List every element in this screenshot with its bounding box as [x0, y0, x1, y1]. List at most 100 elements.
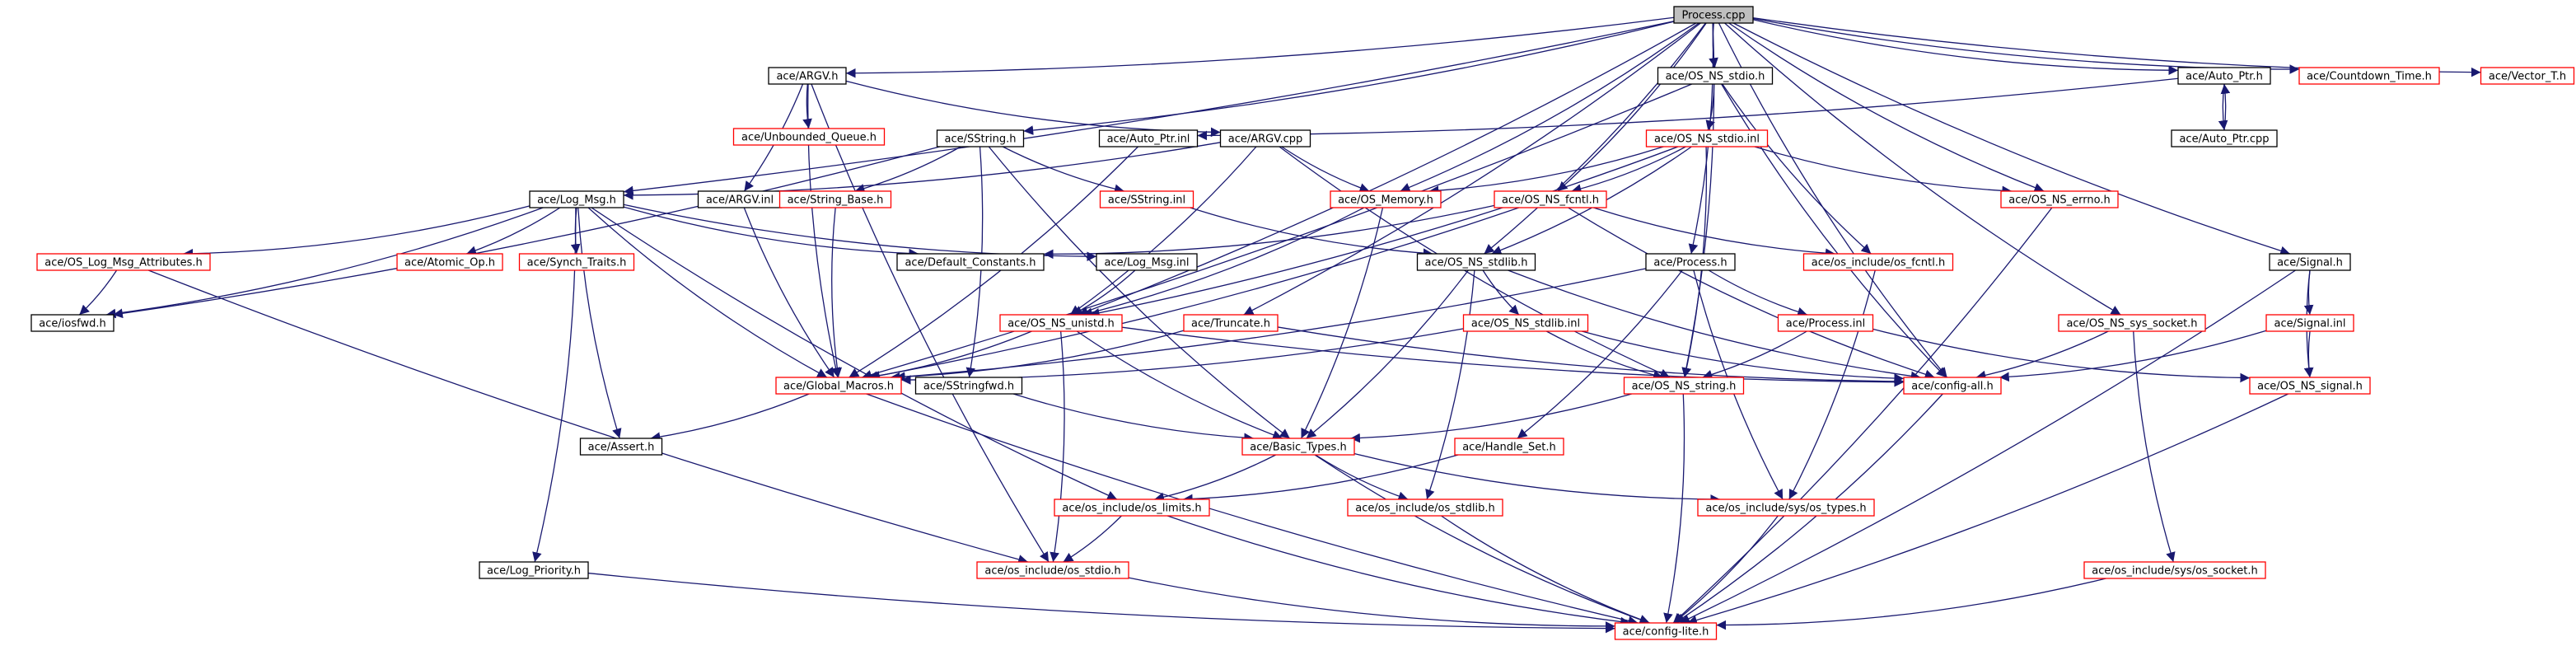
node-config-all-h[interactable]: ace/config-all.h [1903, 377, 2002, 395]
node-global-macros-h[interactable]: ace/Global_Macros.h [775, 377, 902, 395]
edge-os-ns-errno-h-to-config-lite-h [1672, 207, 2053, 624]
node-basic-types-h[interactable]: ace/Basic_Types.h [1241, 438, 1355, 456]
node-box [2480, 67, 2575, 85]
node-unbounded-queue-h[interactable]: ace/Unbounded_Queue.h [732, 128, 886, 146]
edge-process-cpp-to-log-msg-h [623, 21, 1675, 196]
node-label: ace/Basic_Types.h [1250, 442, 1346, 454]
edge-os-ns-stdlib-h-to-basic-types-h [1306, 269, 1469, 439]
node-box [396, 253, 503, 271]
edge-sstring-h-to-sstring-inl [1003, 146, 1124, 194]
node-config-lite-h[interactable]: ace/config-lite.h [1614, 622, 1718, 640]
node-signal-h[interactable]: ace/Signal.h [2269, 253, 2351, 271]
node-log-msg-h[interactable]: ace/Log_Msg.h [529, 190, 624, 208]
node-os-ns-errno-h[interactable]: ace/OS_NS_errno.h [2000, 190, 2119, 208]
edge-argv-cpp-to-log-msg-h [623, 142, 1221, 200]
node-os-include-os-fcntl-h[interactable]: ace/os_include/os_fcntl.h [1802, 253, 1954, 271]
edge-os-ns-stdlib-h-to-os-ns-stdlib-inl [1482, 269, 1520, 316]
node-signal-inl[interactable]: ace/Signal.inl [2265, 314, 2354, 332]
node-process-inl[interactable]: ace/Process.inl [1777, 314, 1874, 332]
node-auto-ptr-cpp[interactable]: ace/Auto_Ptr.cpp [2171, 129, 2278, 147]
node-argv-h[interactable]: ace/ARGV.h [768, 67, 847, 85]
node-os-memory-h[interactable]: ace/OS_Memory.h [1330, 190, 1442, 208]
node-os-include-os-limits-h[interactable]: ace/os_include/os_limits.h [1054, 499, 1210, 517]
edge-log-msg-h-to-os-log-msg-attributes-h [183, 205, 531, 259]
node-label: ace/os_include/os_limits.h [1062, 503, 1201, 515]
node-atomic-op-h[interactable]: ace/Atomic_Op.h [396, 253, 503, 271]
node-argv-inl[interactable]: ace/ARGV.inl [697, 190, 783, 208]
node-box [1645, 129, 1769, 147]
node-box [2269, 253, 2351, 271]
node-os-log-msg-attributes-h[interactable]: ace/OS_Log_Msg_Attributes.h [36, 253, 211, 271]
node-os-ns-fcntl-h[interactable]: ace/OS_NS_fcntl.h [1494, 190, 1607, 208]
node-process-cpp[interactable]: Process.cpp [1673, 6, 1754, 24]
node-assert-h[interactable]: ace/Assert.h [579, 438, 663, 456]
edge-os-log-msg-attributes-h-to-iosfwd-h [78, 269, 118, 316]
edge-log-msg-inl-to-os-ns-unistd-h [1072, 269, 1136, 316]
node-os-include-os-stdlib-h[interactable]: ace/os_include/os_stdlib.h [1347, 499, 1503, 517]
edge-os-ns-stdio-h-to-global-macros-h [862, 83, 1692, 380]
node-sstring-h[interactable]: ace/SString.h [936, 129, 1025, 147]
node-os-include-sys-os-socket-h[interactable]: ace/os_include/sys/os_socket.h [2083, 561, 2266, 579]
edge-process-cpp-to-os-ns-fcntl-h [1557, 22, 1707, 192]
node-label: ace/Process.inl [1786, 318, 1865, 330]
edge-process-cpp-to-os-ns-sys-socket-h [1724, 22, 2121, 316]
node-vector-t-h[interactable]: ace/Vector_T.h [2480, 67, 2575, 85]
node-box [1623, 377, 1745, 395]
node-os-ns-sys-socket-h[interactable]: ace/OS_NS_sys_socket.h [2058, 314, 2206, 332]
node-box [1802, 253, 1954, 271]
edge-basic-types-h-to-os-include-sys-os-types-h [1353, 452, 1721, 504]
node-handle-set-h[interactable]: ace/Handle_Set.h [1454, 438, 1564, 456]
node-os-include-os-stdio-h[interactable]: ace/os_include/os_stdio.h [976, 561, 1129, 579]
node-sstring-inl[interactable]: ace/SString.inl [1099, 190, 1194, 208]
edge-os-log-msg-attributes-h-to-os-include-os-stdio-h [147, 269, 1029, 564]
edge-os-ns-unistd-h-to-os-include-os-stdio-h [1050, 330, 1065, 563]
node-box [1462, 314, 1589, 332]
node-box [518, 253, 635, 271]
node-process-h[interactable]: ace/Process.h [1645, 253, 1736, 271]
node-os-ns-stdlib-h[interactable]: ace/OS_NS_stdlib.h [1416, 253, 1536, 271]
node-label: ace/Process.h [1653, 257, 1727, 269]
node-label: ace/Synch_Traits.h [527, 257, 627, 269]
edge-os-ns-stdio-inl-to-os-ns-errno-h [1754, 146, 2013, 196]
edge-sstring-inl-to-os-ns-stdlib-h [1190, 207, 1433, 259]
node-os-ns-stdio-h[interactable]: ace/OS_NS_stdio.h [1657, 67, 1774, 85]
node-box [36, 253, 211, 271]
edge-log-msg-h-to-os-include-os-limits-h [591, 207, 1118, 500]
node-label: ace/Log_Priority.h [487, 565, 581, 578]
node-default-constants-h[interactable]: ace/Default_Constants.h [896, 253, 1045, 271]
node-label: ace/os_include/sys/os_socket.h [2092, 565, 2257, 578]
edge-os-ns-fcntl-h-to-os-include-os-fcntl-h [1593, 207, 1835, 259]
node-box [999, 314, 1123, 332]
node-synch-traits-h[interactable]: ace/Synch_Traits.h [518, 253, 635, 271]
node-os-ns-signal-h[interactable]: ace/OS_NS_signal.h [2249, 377, 2371, 395]
node-label: ace/Signal.inl [2274, 318, 2345, 330]
node-os-ns-string-h[interactable]: ace/OS_NS_string.h [1623, 377, 1745, 395]
node-os-ns-unistd-h[interactable]: ace/OS_NS_unistd.h [999, 314, 1123, 332]
node-countdown-time-h[interactable]: ace/Countdown_Time.h [2298, 67, 2440, 85]
edge-process-cpp-to-os-ns-stdlib-h [1484, 22, 1706, 255]
node-label: ace/Atomic_Op.h [404, 257, 495, 269]
node-os-ns-stdlib-inl[interactable]: ace/OS_NS_stdlib.inl [1462, 314, 1589, 332]
node-label: ace/SString.h [945, 133, 1017, 146]
node-truncate-h[interactable]: ace/Truncate.h [1183, 314, 1279, 332]
edge-os-ns-stdlib-inl-to-os-ns-string-h [1545, 330, 1663, 380]
edge-config-all-h-to-config-lite-h [1675, 393, 1943, 624]
edge-process-cpp-to-truncate-h [1243, 22, 1701, 316]
node-label: ace/OS_NS_stdlib.h [1425, 257, 1528, 269]
node-sstringfwd-h[interactable]: ace/SStringfwd.h [914, 377, 1023, 395]
edge-basic-types-h-to-os-include-os-stdlib-h [1315, 454, 1409, 501]
edge-signal-inl-to-config-all-h [1999, 330, 2267, 382]
edge-process-cpp-to-os-memory-h [1400, 22, 1699, 192]
node-argv-cpp[interactable]: ace/ARGV.cpp [1219, 129, 1311, 147]
node-os-ns-stdio-inl[interactable]: ace/OS_NS_stdio.inl [1645, 129, 1769, 147]
node-label: ace/String_Base.h [788, 194, 884, 207]
node-auto-ptr-inl[interactable]: ace/Auto_Ptr.inl [1098, 129, 1199, 147]
node-label: Process.cpp [1681, 10, 1745, 22]
node-log-priority-h[interactable]: ace/Log_Priority.h [479, 561, 589, 579]
node-log-msg-inl[interactable]: ace/Log_Msg.inl [1096, 253, 1198, 271]
node-string-base-h[interactable]: ace/String_Base.h [778, 190, 892, 208]
node-box [1054, 499, 1210, 517]
node-iosfwd-h[interactable]: ace/iosfwd.h [30, 314, 115, 332]
node-auto-ptr-h[interactable]: ace/Auto_Ptr.h [2177, 67, 2271, 85]
node-os-include-sys-os-types-h[interactable]: ace/os_include/sys/os_types.h [1697, 499, 1875, 517]
